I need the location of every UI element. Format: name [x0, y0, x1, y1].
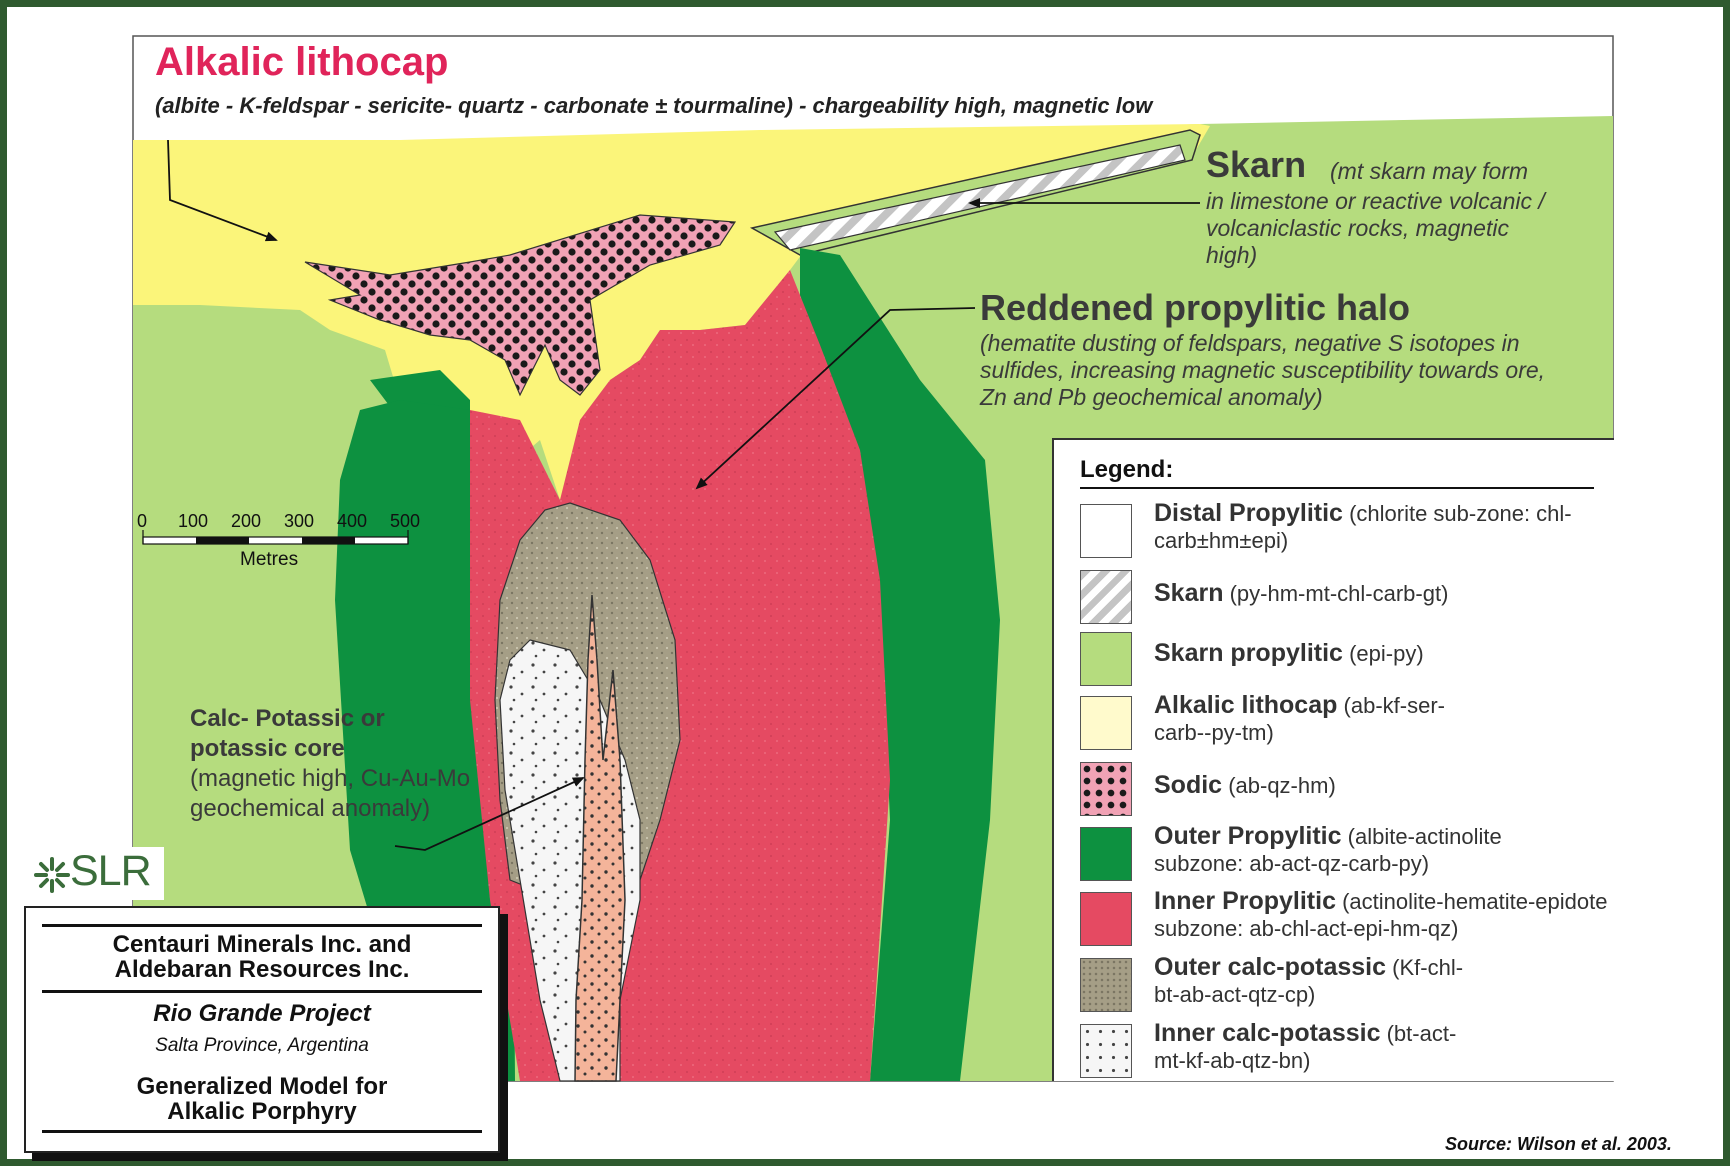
- scale-tick-label: 0: [137, 511, 147, 532]
- scale-tick-label: 200: [231, 511, 261, 532]
- diagram-subtitle: (albite - K-feldspar - sericite- quartz …: [155, 93, 1152, 119]
- figure-title-block: Centauri Minerals Inc. and Aldebaran Res…: [24, 906, 500, 1153]
- legend-swatch-inner-calc-potassic: [1080, 1024, 1132, 1078]
- legend-swatch-skarn: [1080, 570, 1132, 624]
- legend-item-name: Skarn: [1154, 579, 1223, 607]
- legend-swatch-skarn-propylitic: [1080, 632, 1132, 686]
- legend-title: Legend:: [1080, 456, 1173, 484]
- legend-item-desc: (py-hm-mt-chl-carb-gt): [1230, 581, 1449, 606]
- project-name: Rio Grande Project: [26, 1000, 498, 1028]
- legend-divider: [1080, 487, 1594, 489]
- project-location: Salta Province, Argentina: [26, 1035, 498, 1057]
- scale-tick-label: 100: [178, 511, 208, 532]
- legend-item-desc: (epi-py): [1349, 641, 1424, 666]
- title-block-rule: [42, 990, 482, 993]
- skarn-label-note-line1: (mt skarn may form: [1330, 158, 1528, 185]
- figure-title: Generalized Model for Alkalic Porphyry: [26, 1074, 498, 1124]
- legend-item-name: Distal Propylitic: [1154, 499, 1343, 527]
- skarn-label-title: Skarn: [1206, 144, 1306, 186]
- legend-item-name: Skarn propylitic: [1154, 639, 1343, 667]
- legend-swatch-alkalic-lithocap: [1080, 696, 1132, 750]
- halo-label-title: Reddened propylitic halo: [980, 287, 1410, 329]
- legend-item-name: Inner Propylitic: [1154, 887, 1336, 915]
- legend-item-name: Sodic: [1154, 771, 1222, 799]
- legend-item-desc: (ab-qz-hm): [1228, 773, 1336, 798]
- legend-panel: Legend: Distal Propylitic (chlorite sub-…: [1052, 438, 1614, 1081]
- legend-swatch-sodic: [1080, 762, 1132, 816]
- legend-swatch-distal-propylitic: [1080, 504, 1132, 558]
- legend-item-name: Outer calc-potassic: [1154, 953, 1386, 981]
- scale-tick-label: 300: [284, 511, 314, 532]
- legend-item-name: Outer Propylitic: [1154, 822, 1342, 850]
- scale-unit-label: Metres: [240, 549, 298, 571]
- legend-item-name: Inner calc-potassic: [1154, 1019, 1380, 1047]
- diagram-title: Alkalic lithocap: [155, 40, 448, 85]
- title-block-rule: [42, 1130, 482, 1133]
- skarn-label-note: in limestone or reactive volcanic / volc…: [1206, 188, 1566, 269]
- legend-swatch-inner-propylitic: [1080, 892, 1132, 946]
- slr-burst-icon: [32, 855, 72, 895]
- core-label-note: (magnetic high, Cu-Au-Mo geochemical ano…: [190, 764, 490, 824]
- legend-swatch-outer-propylitic: [1080, 827, 1132, 881]
- title-block-rule: [42, 924, 482, 927]
- company-name: Centauri Minerals Inc. and Aldebaran Res…: [26, 932, 498, 982]
- scale-tick-label: 500: [390, 511, 420, 532]
- halo-label-note: (hematite dusting of feldspars, negative…: [980, 330, 1560, 411]
- core-label-title: Calc- Potassic or potassic core: [190, 704, 420, 764]
- legend-item-name: Alkalic lithocap: [1154, 691, 1337, 719]
- slr-logo-text: SLR: [70, 847, 151, 896]
- slr-logo: SLR: [26, 847, 164, 900]
- source-citation: Source: Wilson et al. 2003.: [1445, 1134, 1672, 1155]
- scale-tick-label: 400: [337, 511, 367, 532]
- legend-swatch-outer-calc-potassic: [1080, 958, 1132, 1012]
